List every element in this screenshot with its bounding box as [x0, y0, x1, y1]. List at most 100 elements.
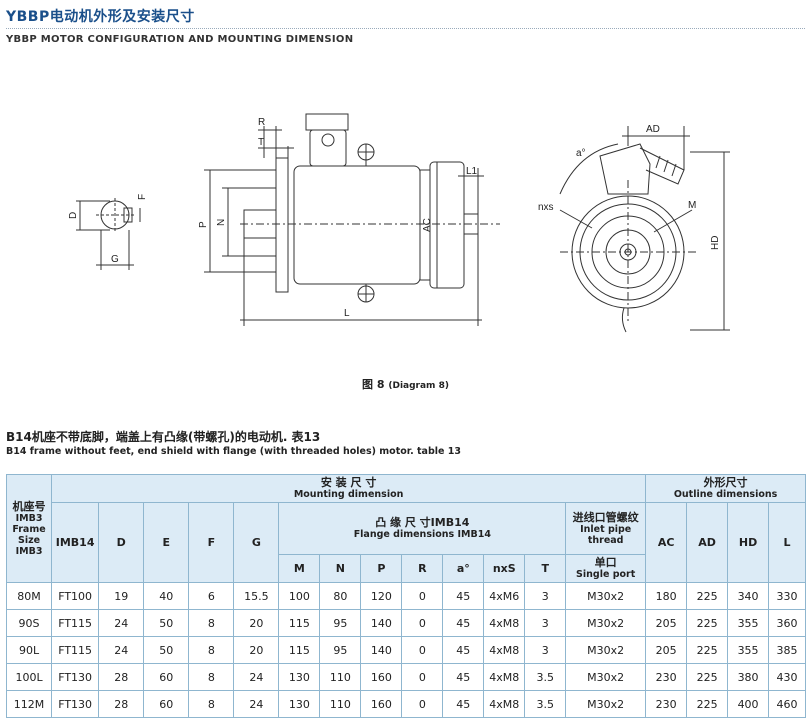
dim-label-D: D [68, 212, 79, 219]
cell: 3.5 [524, 690, 567, 718]
header-M: M [278, 554, 321, 583]
header-T: T [524, 554, 567, 583]
header-N: N [319, 554, 362, 583]
cell: 8 [188, 690, 235, 718]
diagram-caption-en: (Diagram 8) [388, 381, 449, 391]
dim-label-HD: HD [710, 236, 721, 250]
cell: M30x2 [565, 582, 647, 610]
cell: 400 [727, 690, 770, 718]
cell: 24 [98, 609, 145, 637]
table-title-cn: B14机座不带底脚，端盖上有凸缘(带螺孔)的电动机. 表13 [6, 430, 321, 444]
dim-label-T: T [258, 137, 264, 148]
cell: 140 [360, 636, 403, 664]
cell: 24 [233, 690, 280, 718]
cell: 380 [727, 663, 770, 691]
cell: 60 [143, 663, 190, 691]
cell: 112M [5, 690, 53, 718]
cell: 0 [401, 690, 444, 718]
cell: 225 [686, 609, 729, 637]
header-flange-dimensions: 凸 缘 尺 寸IMB14 Flange dimensions IMB14 [278, 502, 567, 555]
header-P: P [360, 554, 403, 583]
page-title-en: YBBP MOTOR CONFIGURATION AND MOUNTING DI… [6, 34, 354, 45]
cell: 110 [319, 690, 362, 718]
dim-label-AD: AD [646, 124, 660, 135]
cell: 115 [278, 609, 321, 637]
cell: 45 [442, 582, 485, 610]
cell: 340 [727, 582, 770, 610]
header-E: E [143, 502, 190, 583]
cell: FT130 [51, 690, 100, 718]
header-F: F [188, 502, 235, 583]
cell: 50 [143, 636, 190, 664]
dim-label-R: R [258, 117, 265, 128]
cell: 100 [278, 582, 321, 610]
cell: 460 [768, 690, 806, 718]
cell: 8 [188, 609, 235, 637]
cell: 4xM8 [483, 609, 526, 637]
dim-label-F: F [137, 194, 148, 200]
dim-label-L: L [344, 308, 350, 319]
cell: 4xM8 [483, 690, 526, 718]
cell: 355 [727, 609, 770, 637]
cell: 20 [233, 636, 280, 664]
dim-label-G: G [111, 254, 119, 265]
cell: FT100 [51, 582, 100, 610]
dim-label-M: M [688, 200, 696, 211]
cell: FT115 [51, 609, 100, 637]
cell: 225 [686, 690, 729, 718]
cell: 330 [768, 582, 806, 610]
cell: 230 [645, 663, 688, 691]
cell: 45 [442, 663, 485, 691]
cell: 385 [768, 636, 806, 664]
dim-label-N: N [216, 219, 227, 226]
cell: 24 [98, 636, 145, 664]
cell: 45 [442, 636, 485, 664]
cell: 95 [319, 609, 362, 637]
cell: 90S [5, 609, 53, 637]
cell: 225 [686, 663, 729, 691]
table-title-en: B14 frame without feet, end shield with … [6, 446, 461, 457]
header-nxS: nxS [483, 554, 526, 583]
cell: M30x2 [565, 636, 647, 664]
cell: 28 [98, 663, 145, 691]
cell: 8 [188, 636, 235, 664]
cell: 19 [98, 582, 145, 610]
dim-label-P: P [198, 221, 209, 228]
dim-label-AC: AC [422, 218, 433, 232]
cell: 0 [401, 609, 444, 637]
cell: 45 [442, 690, 485, 718]
header-L: L [768, 502, 806, 583]
cell: 100L [5, 663, 53, 691]
cell: 140 [360, 609, 403, 637]
cell: 180 [645, 582, 688, 610]
motor-drawing: D F G [68, 113, 730, 333]
header-G: G [233, 502, 280, 583]
cell: 95 [319, 636, 362, 664]
cell: 355 [727, 636, 770, 664]
cell: 20 [233, 609, 280, 637]
cell: 430 [768, 663, 806, 691]
page-title-cn: YBBP电动机外形及安装尺寸 [6, 9, 195, 25]
cell: 4xM6 [483, 582, 526, 610]
cell: 230 [645, 690, 688, 718]
cell: 3 [524, 609, 567, 637]
cell: 115 [278, 636, 321, 664]
cell: 0 [401, 582, 444, 610]
cell: 130 [278, 690, 321, 718]
title-divider [6, 28, 805, 29]
cell: M30x2 [565, 663, 647, 691]
header-outline-dimensions: 外形尺寸 Outline dimensions [645, 474, 806, 503]
cell: 205 [645, 609, 688, 637]
cell: 8 [188, 663, 235, 691]
cell: 225 [686, 636, 729, 664]
cell: 6 [188, 582, 235, 610]
header-R: R [401, 554, 444, 583]
cell: FT130 [51, 663, 100, 691]
header-a: a° [442, 554, 485, 583]
cell: 50 [143, 609, 190, 637]
cell: 4xM8 [483, 636, 526, 664]
